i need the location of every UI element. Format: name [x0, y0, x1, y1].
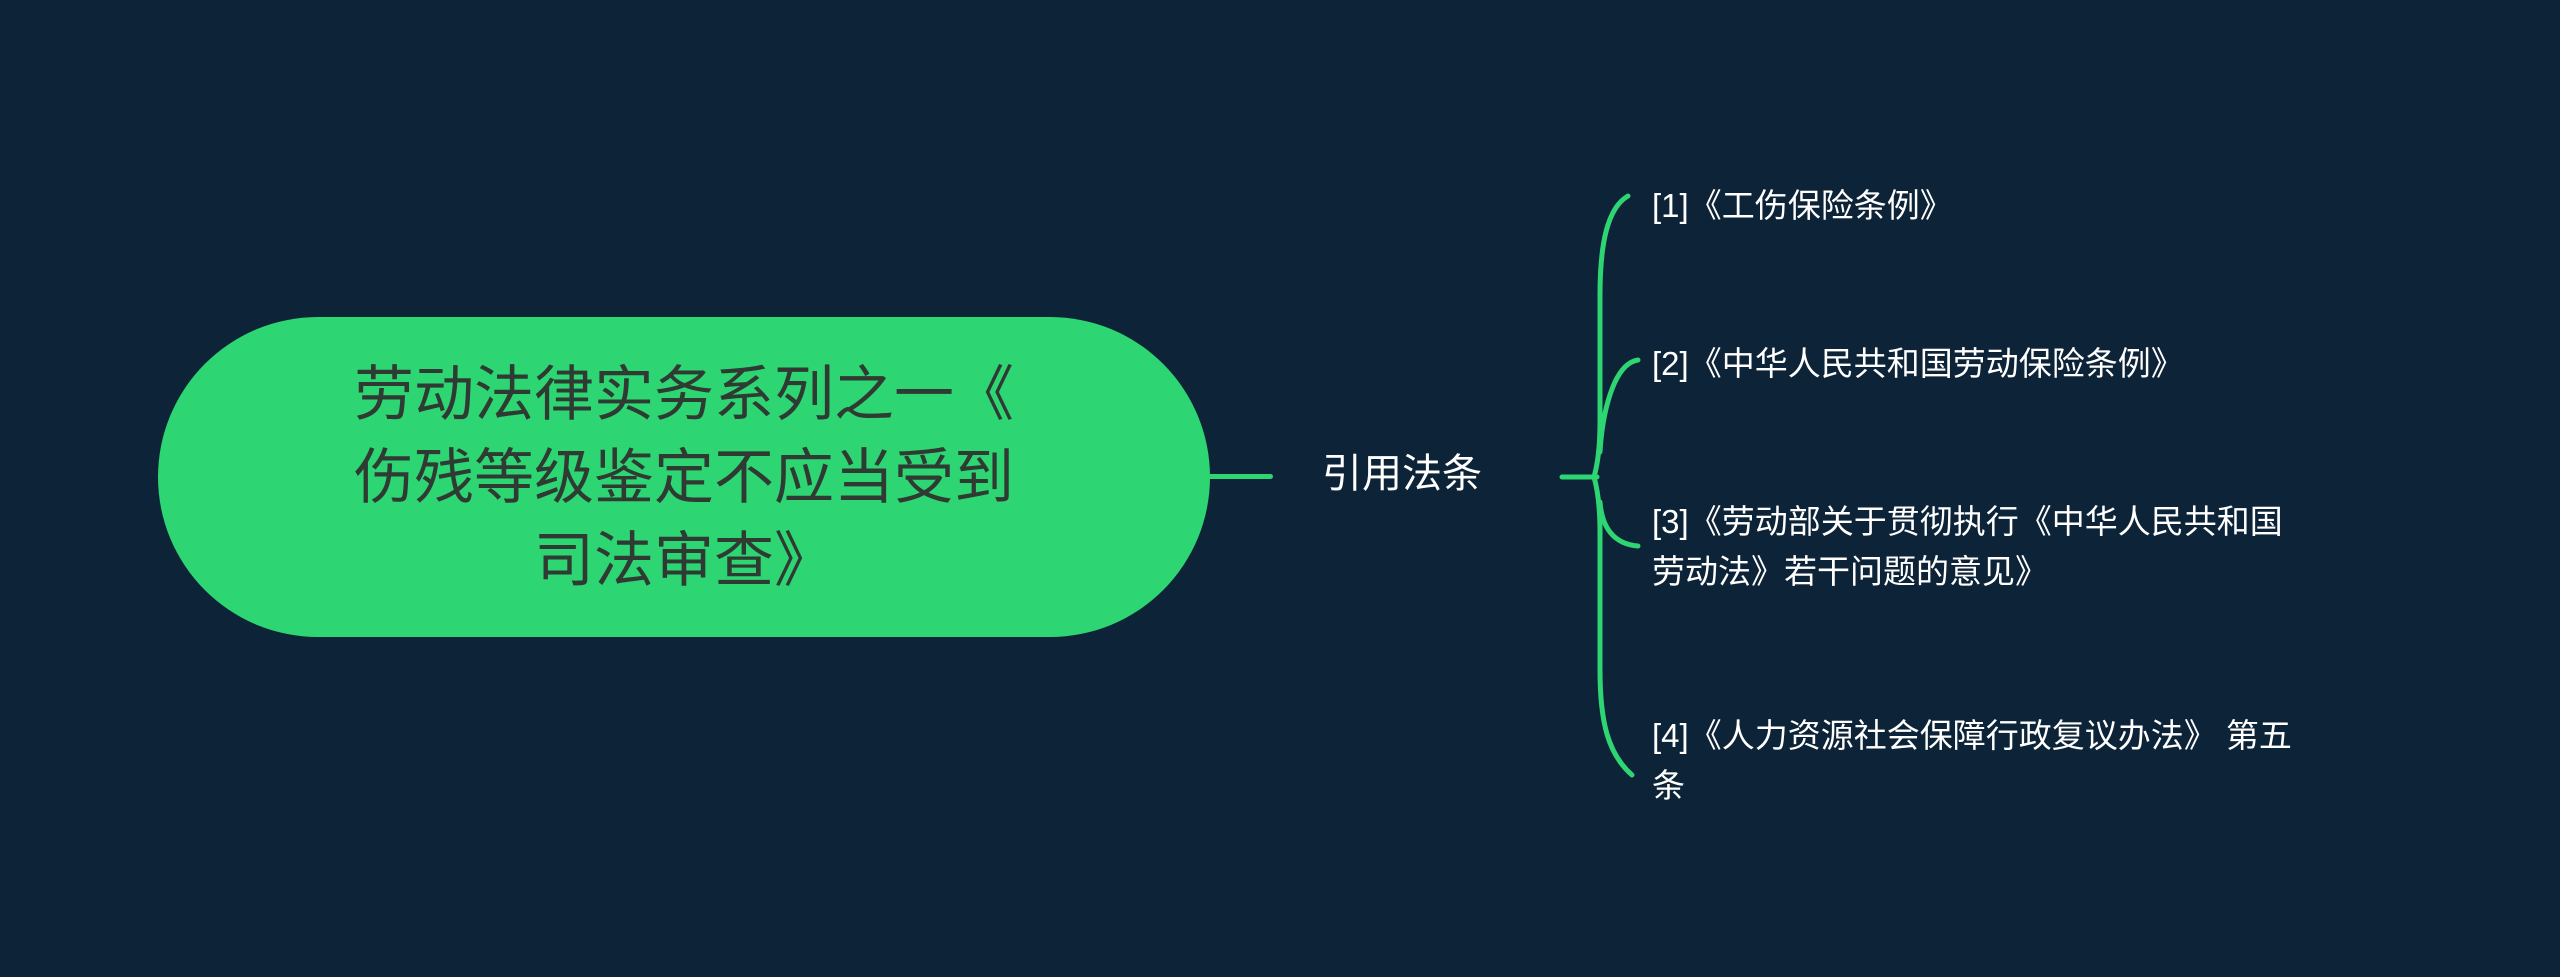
root-branch-connector-line: [1203, 474, 1273, 479]
root-topic-line: 劳动法律实务系列之一《: [354, 360, 1014, 428]
law-item-text: 条: [1652, 767, 1685, 804]
law-item-2[interactable]: [2]《中华人民共和国劳动保险条例》: [1652, 339, 2184, 389]
law-item-text: [1]《工伤保险条例》: [1652, 187, 1953, 224]
law-item-4[interactable]: [4]《人力资源社会保障行政复议办法》 第五 条: [1652, 711, 2292, 811]
law-item-1[interactable]: [1]《工伤保险条例》: [1652, 181, 1953, 231]
law-item-text: [4]《人力资源社会保障行政复议办法》 第五: [1652, 717, 2292, 754]
law-item-3[interactable]: [3]《劳动部关于贯彻执行《中华人民共和国 劳动法》若干问题的意见》: [1652, 497, 2283, 597]
root-topic-node[interactable]: 劳动法律实务系列之一《 伤残等级鉴定不应当受到 司法审查》: [158, 317, 1210, 637]
root-topic-line: 伤残等级鉴定不应当受到: [354, 443, 1014, 511]
branch-label[interactable]: 引用法条: [1322, 452, 1482, 496]
root-topic-line: 司法审查》: [534, 526, 834, 594]
law-item-text: 劳动法》若干问题的意见》: [1652, 553, 2048, 590]
brace-branch-item3: [1597, 499, 1641, 549]
brace-branch-item2: [1597, 357, 1641, 455]
law-item-text: [3]《劳动部关于贯彻执行《中华人民共和国: [1652, 503, 2283, 540]
law-item-text: [2]《中华人民共和国劳动保险条例》: [1652, 345, 2184, 382]
brace-spine: [1591, 193, 1635, 778]
brace-connector: [1559, 193, 1641, 778]
